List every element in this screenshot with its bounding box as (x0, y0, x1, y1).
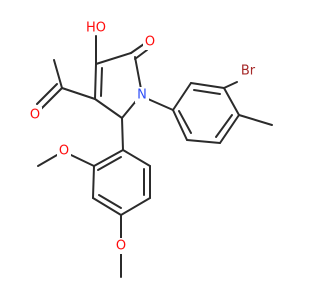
bond-c5-n1 (121, 100, 137, 119)
ortho-methoxy-oxygen-label: O (59, 144, 69, 159)
bond-aryl-a (172, 82, 192, 111)
bond-c3-c4-double (94, 63, 97, 100)
bond-aryl-f (172, 109, 188, 141)
bond-aryl2-a (93, 149, 124, 167)
bond-c2-o-double (130, 43, 145, 54)
bond-c3-c4-double-inner (100, 67, 103, 97)
bond-aryl-methyl (238, 114, 273, 126)
bond-aryl-e (186, 139, 221, 144)
bond-c5-aryl2 (121, 117, 124, 151)
bromine-label: Br (241, 64, 256, 79)
bond-aryl2-b (92, 165, 95, 199)
bond-aryl-d (219, 114, 240, 144)
bond-aryl-br (223, 81, 238, 89)
bond-aryl-f-inner (178, 110, 192, 134)
bond-c4-acetyl (61, 87, 96, 100)
para-methoxy-oxygen-label: O (116, 239, 126, 254)
bond-n1-c2 (134, 56, 142, 90)
bond-aryl-d-inner (215, 114, 233, 138)
ring-nitrogen-label: N (137, 88, 147, 103)
molecule-structure-diagram: HO O O N Br O O (28, 19, 273, 278)
bond-aryl2-d (120, 197, 151, 216)
bond-aryl2-f (122, 149, 151, 167)
hydroxyl-oxygen-label: HO (86, 21, 106, 36)
bond-aryl-b-inner (193, 89, 221, 95)
bond-aryl2-c (92, 197, 122, 216)
bond-ortho-o-methyl (37, 154, 58, 167)
bond-acetyl-o-double-inner (36, 83, 58, 105)
bond-n1-aryl (147, 98, 174, 111)
bond-aryl-b (190, 82, 225, 89)
bond-aryl-c (223, 87, 240, 116)
bond-acetyl-o-double (40, 87, 63, 110)
bond-ortho-o (70, 154, 95, 167)
bond-aryl2-a-inner (97, 156, 122, 171)
lactam-carbonyl-oxygen-label: O (145, 35, 155, 50)
bond-c2-o-double-inner (134, 49, 148, 60)
bond-aryl2-c-inner (98, 194, 122, 209)
bond-acetyl-methyl (53, 59, 63, 89)
structure-svg: HO O O N Br O O (28, 19, 273, 278)
bond-c2-c3 (95, 52, 132, 65)
acetyl-oxygen-label: O (30, 108, 40, 123)
bond-c4-c5 (94, 98, 123, 119)
